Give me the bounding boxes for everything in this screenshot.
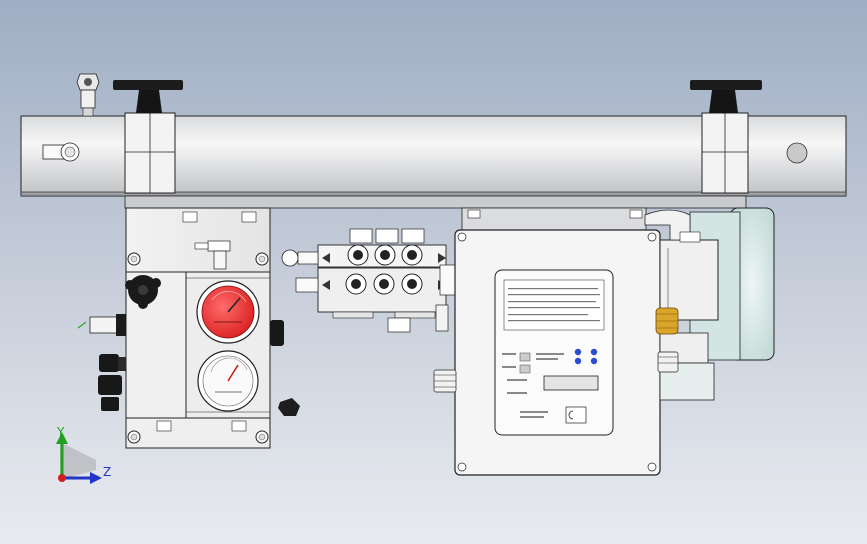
- cable-gland-right: [657, 351, 679, 373]
- cable-gland-left: [433, 369, 457, 393]
- handwheel-left: [113, 80, 183, 113]
- elbow-pipe-fitting: [644, 209, 701, 243]
- rail-clamp-right: [701, 112, 749, 194]
- top-pipe-fitting: [76, 73, 100, 117]
- rail-clamp-left: [124, 112, 176, 194]
- black-fitting-stack: [98, 354, 126, 411]
- pressure-gauge-white: [197, 350, 259, 412]
- star-knob-icon: [125, 275, 161, 309]
- y-axis-label: Y: [56, 425, 65, 439]
- brass-fitting: [655, 307, 679, 335]
- pressure-gauge-red: [196, 280, 260, 344]
- control-box: [454, 207, 661, 476]
- rail-end-plug-left: [42, 142, 80, 162]
- z-axis-label: Z: [103, 465, 111, 479]
- side-fitting-left: [77, 314, 126, 336]
- right-black-fitting: [270, 320, 300, 416]
- valve-manifold: [281, 228, 459, 333]
- rail-end-plug-right: [786, 142, 808, 164]
- handwheel-right: [690, 80, 762, 113]
- yz-axis-triad-icon: Y Z: [56, 425, 111, 484]
